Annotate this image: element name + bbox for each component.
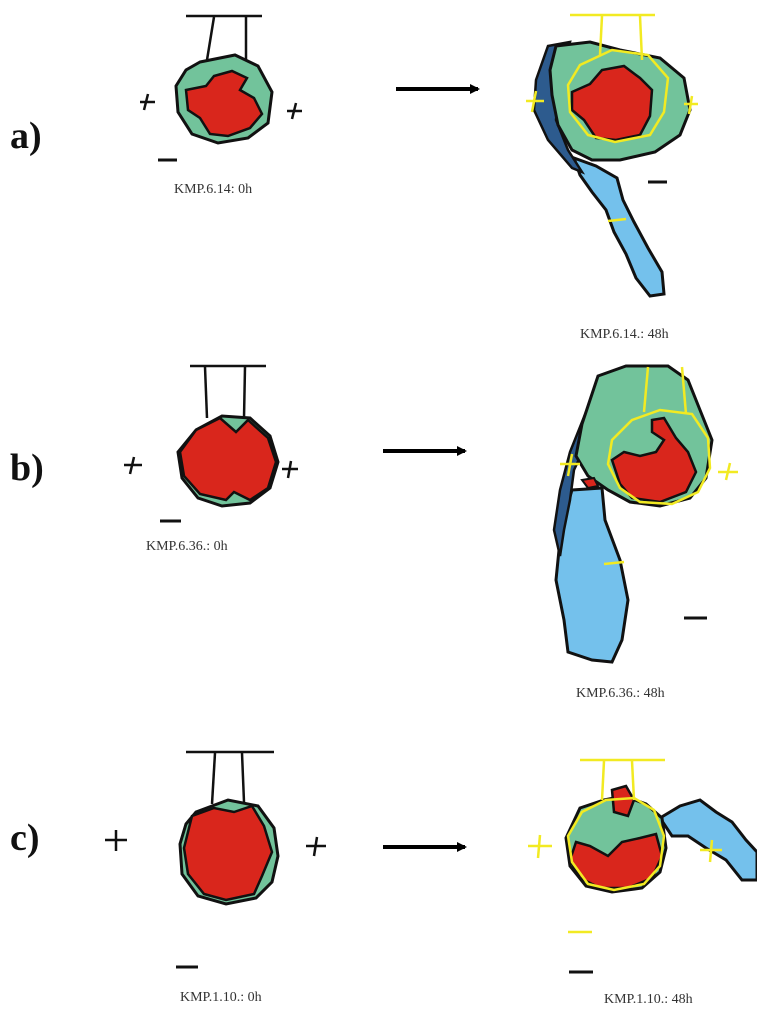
bracket-icon (190, 364, 266, 419)
plus-sign (105, 830, 326, 857)
panel-label-a: a) (10, 115, 42, 157)
bracket-icon (186, 14, 262, 61)
red-core (610, 784, 636, 818)
caption-c-0h: KMP.1.10.: 0h (180, 990, 262, 1005)
panel-b-before (124, 364, 298, 523)
yellow-outline (526, 13, 698, 223)
panel-label-c: c) (10, 817, 40, 859)
caption-a-0h: KMP.6.14: 0h (174, 182, 253, 197)
light-blue-extension (571, 155, 666, 298)
caption-c-48h: KMP.1.10.: 48h (604, 992, 693, 1007)
panel-c-after (528, 758, 757, 974)
yellow-outline (560, 366, 738, 566)
red-core (184, 69, 264, 138)
red-core (178, 416, 278, 502)
red-core (570, 64, 654, 142)
caption-a-48h: KMP.6.14.: 48h (580, 327, 669, 342)
panel-b-after (552, 364, 738, 664)
bracket-icon (186, 750, 274, 805)
plus-sign (124, 456, 298, 479)
yellow-outline (528, 758, 722, 934)
panel-a-after (526, 13, 698, 298)
panel-label-b: b) (10, 447, 44, 489)
plus-sign (140, 93, 302, 120)
red-fragment (580, 476, 600, 490)
caption-b-48h: KMP.6.36.: 48h (576, 686, 665, 701)
light-blue-extension (657, 798, 757, 882)
panel-c-before (105, 750, 326, 969)
caption-b-0h: KMP.6.36.: 0h (146, 539, 228, 554)
red-core (182, 804, 274, 902)
panel-a-before (140, 14, 302, 162)
